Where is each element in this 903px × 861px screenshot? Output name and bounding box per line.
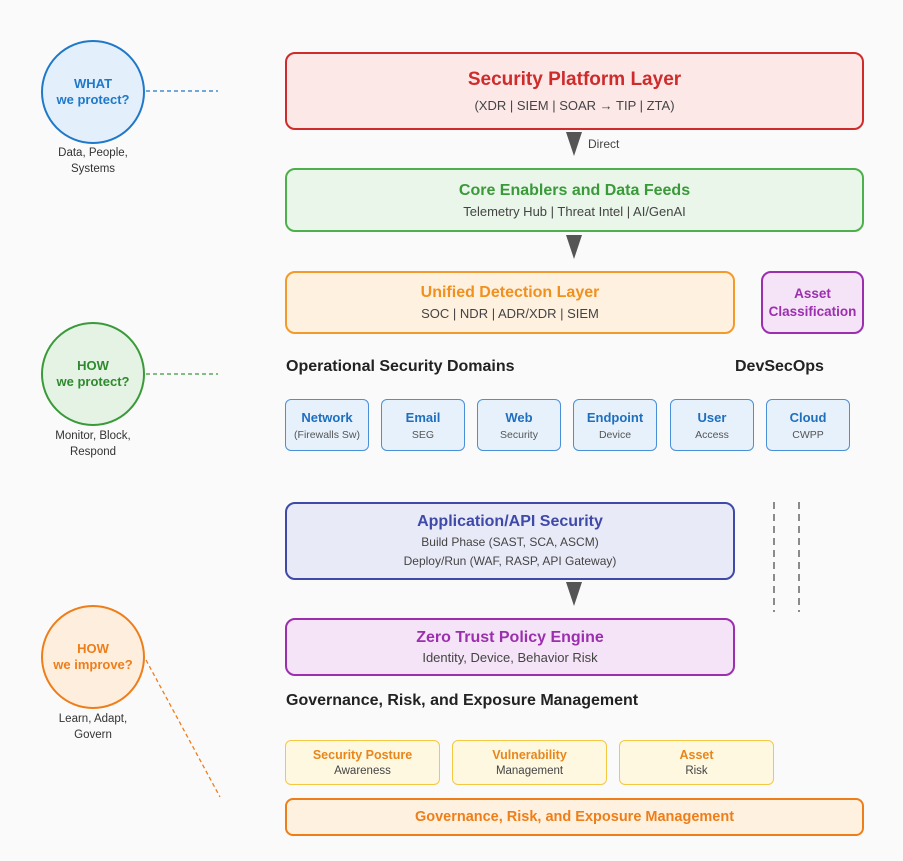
governance-label: Governance, Risk, and Exposure Managemen…	[286, 692, 639, 709]
unified-detection-box: Unified Detection Layer SOC | NDR | ADR/…	[285, 271, 735, 334]
core-subtitle: Telemetry Hub | Threat Intel | AI/GenAI	[463, 203, 686, 219]
zero-trust-box: Zero Trust Policy Engine Identity, Devic…	[285, 618, 735, 676]
what-caption: Data, People, Systems	[58, 147, 128, 175]
appsec-deploy-phase: Deploy/Run (WAF, RASP, API Gateway)	[403, 553, 617, 568]
governance-bar: Governance, Risk, and Exposure Managemen…	[285, 798, 864, 836]
domain-email: Email SEG	[381, 399, 465, 451]
what-circle-line1: WHAT	[73, 76, 113, 91]
appsec-title: Application/API Security	[417, 512, 603, 530]
core-title: Core Enablers and Data Feeds	[458, 181, 691, 199]
operational-domains-label: Operational Security Domains	[286, 358, 515, 375]
arrow-down-icon	[566, 132, 582, 156]
appsec-build-phase: Build Phase (SAST, SCA, ASCM)	[421, 534, 599, 549]
gov-security-posture: Security Posture Awareness	[285, 740, 440, 785]
arrow-down-icon	[566, 582, 582, 606]
how-improve-connector	[145, 659, 221, 798]
zerotrust-subtitle: Identity, Device, Behavior Risk	[422, 650, 598, 665]
detection-subtitle: SOC | NDR | ADR/XDR | SIEM	[421, 306, 599, 321]
governance-bar-label: Governance, Risk, and Exposure Managemen…	[414, 809, 735, 825]
domain-cloud: Cloud CWPP	[766, 399, 850, 451]
how-protect-caption: Monitor, Block, Respond	[55, 430, 131, 458]
detection-title: Unified Detection Layer	[420, 284, 600, 301]
core-enablers-box: Core Enablers and Data Feeds Telemetry H…	[285, 168, 864, 232]
domain-network: Network (Firewalls Sw)	[285, 399, 369, 451]
domain-web: Web Security	[477, 399, 561, 451]
what-circle: WHAT we protect?	[41, 40, 145, 144]
asset-classification-box: Asset Classification	[761, 271, 864, 334]
gov-vulnerability: Vulnerability Management	[452, 740, 607, 785]
domain-user: User Access	[670, 399, 754, 451]
how-improve-circle: HOW we improve?	[41, 605, 145, 709]
direct-label: Direct	[588, 137, 620, 151]
what-circle-line2: we protect?	[56, 92, 130, 107]
devsecops-label: DevSecOps	[735, 358, 824, 375]
how-protect-circle: HOW we protect?	[41, 322, 145, 426]
appsec-box: Application/API Security Build Phase (SA…	[285, 502, 735, 580]
security-platform-layer: Security Platform Layer (XDR | SIEM | SO…	[285, 52, 864, 130]
platform-title: Security Platform Layer	[467, 69, 682, 90]
domain-endpoint: Endpoint Device	[573, 399, 657, 451]
arrow-down-icon	[566, 235, 582, 259]
how-improve-caption: Learn, Adapt, Govern	[58, 713, 128, 741]
platform-subtitle: (XDR | SIEM | SOAR → TIP | ZTA)	[474, 98, 675, 113]
zerotrust-title: Zero Trust Policy Engine	[416, 629, 604, 646]
gov-asset-risk: Asset Risk	[619, 740, 774, 785]
